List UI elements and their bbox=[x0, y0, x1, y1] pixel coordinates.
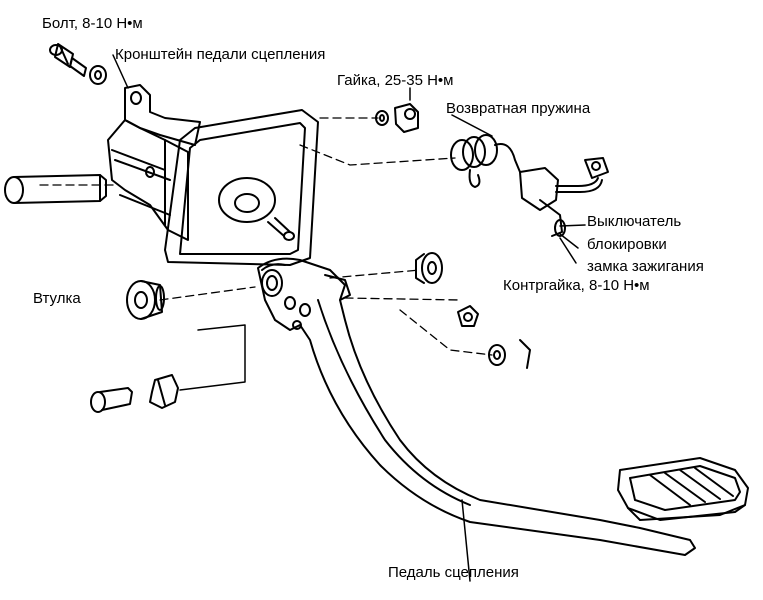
label-bracket: Кронштейн педали сцепления bbox=[115, 46, 326, 63]
stop-pad-part bbox=[457, 305, 479, 327]
pivot-pin-part bbox=[4, 174, 107, 204]
label-nut: Гайка, 25-35 Н•м bbox=[337, 72, 454, 89]
leader-lines bbox=[112, 54, 586, 582]
label-switch-line3: замка зажигания bbox=[587, 258, 704, 275]
nut-part bbox=[375, 103, 419, 133]
assembly-axes bbox=[39, 117, 493, 356]
bracket-part bbox=[107, 84, 201, 241]
washer-part bbox=[89, 65, 107, 85]
connector-lines bbox=[179, 324, 246, 391]
label-return-spring: Возвратная пружина bbox=[446, 100, 591, 117]
label-bolt: Болт, 8-10 Н•м bbox=[42, 15, 143, 32]
label-bushing: Втулка bbox=[33, 290, 81, 307]
return-spring-part bbox=[450, 134, 521, 188]
right-bushing-part bbox=[415, 252, 443, 284]
label-switch-line1: Выключатель bbox=[587, 213, 682, 230]
clevis-pin-part bbox=[90, 374, 179, 413]
mounting-plate-part bbox=[164, 109, 319, 266]
clutch-pedal-part bbox=[257, 257, 749, 556]
label-switch-line2: блокировки bbox=[587, 236, 667, 253]
bushing-part bbox=[126, 280, 165, 320]
lower-washer-part bbox=[488, 339, 531, 369]
bolt-part bbox=[49, 43, 87, 77]
label-clutch-pedal: Педаль сцепления bbox=[388, 564, 519, 581]
interlock-switch-part bbox=[519, 157, 609, 237]
label-locknut: Контргайка, 8-10 Н•м bbox=[503, 277, 650, 294]
